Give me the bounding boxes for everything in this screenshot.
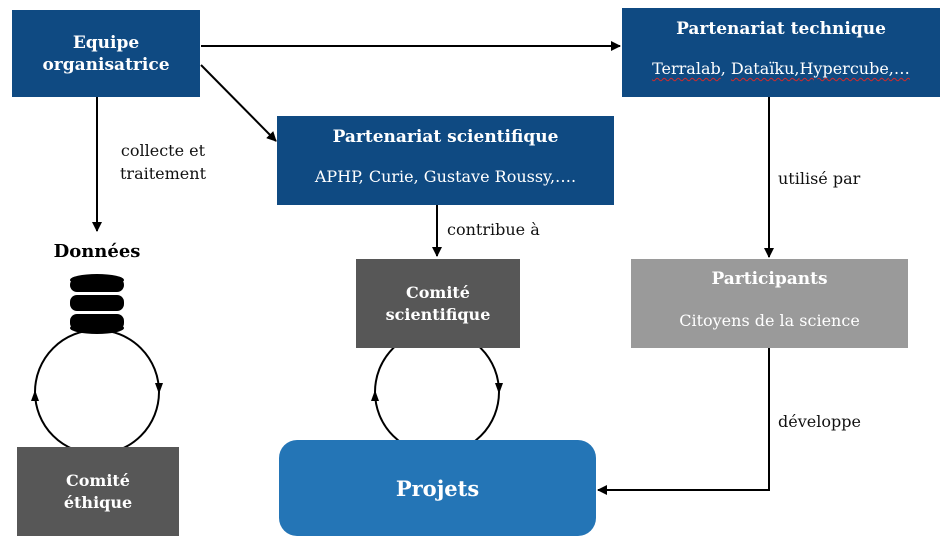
organisers-node: Equipe organisatrice [12, 10, 200, 97]
cycle-arrowhead-left [31, 390, 39, 401]
edge-label-collect-line2: traitement [119, 164, 206, 183]
tech-partner-hypercube: Hypercube [799, 59, 889, 78]
tech-partner-terralab: Terralab [652, 59, 721, 78]
ethics-committee-node: Comité éthique [17, 447, 179, 536]
scientific-committee-node: Comité scientifique [356, 259, 520, 348]
tech-partner-sep1: , [720, 59, 731, 78]
projects-label: Projets [395, 475, 480, 501]
scientific-partner-subtitle: APHP, Curie, Gustave Roussy,…. [314, 167, 577, 186]
organisers-line1: Equipe [72, 32, 140, 53]
edge-label-contributes: contribue à [447, 220, 540, 239]
ethics-committee-line1: Comité [66, 470, 130, 490]
tech-partner-node: Partenariat technique Terralab, Dataïku,… [622, 8, 940, 97]
scientific-committee-line1: Comité [406, 282, 470, 302]
edge-label-collect-line1: collecte et [120, 141, 206, 160]
arrow-participants-to-projects [597, 348, 770, 495]
participants-title: Participants [711, 269, 828, 289]
tech-partner-title: Partenariat technique [676, 19, 886, 39]
tech-partner-ellipsis: ,… [888, 59, 910, 78]
arrow-organisers-to-scientific [200, 64, 277, 142]
scientific-partner-node: Partenariat scientifique APHP, Curie, Gu… [277, 116, 614, 205]
data-label: Données [53, 241, 141, 262]
participants-node: Participants Citoyens de la science [631, 259, 908, 348]
scientific-partner-title: Partenariat scientifique [332, 127, 559, 147]
edge-label-develops: développe [778, 412, 861, 431]
scientific-committee-line2: scientifique [385, 304, 491, 324]
cycle-arrowhead-left-2 [371, 390, 379, 401]
projects-node: Projets [279, 440, 596, 536]
edge-label-collect: collecte et traitement [104, 139, 222, 185]
tech-partner-dataiku: Dataïku [730, 59, 795, 78]
tech-partner-subtitle: Terralab, Dataïku,Hypercube,… [652, 58, 910, 80]
edge-label-used-by: utilisé par [778, 169, 861, 188]
ethics-committee-line2: éthique [63, 492, 133, 512]
cycle-loop-ethics [34, 329, 160, 455]
tech-partner-sep2: , [794, 59, 800, 78]
cycle-loop-scientific [374, 329, 500, 455]
organisers-line2: organisatrice [42, 54, 170, 75]
participants-subtitle: Citoyens de la science [679, 311, 860, 330]
database-icon [70, 274, 124, 334]
cycle-arrowhead-right-2 [495, 383, 503, 394]
cycle-arrowhead-right [155, 383, 163, 394]
